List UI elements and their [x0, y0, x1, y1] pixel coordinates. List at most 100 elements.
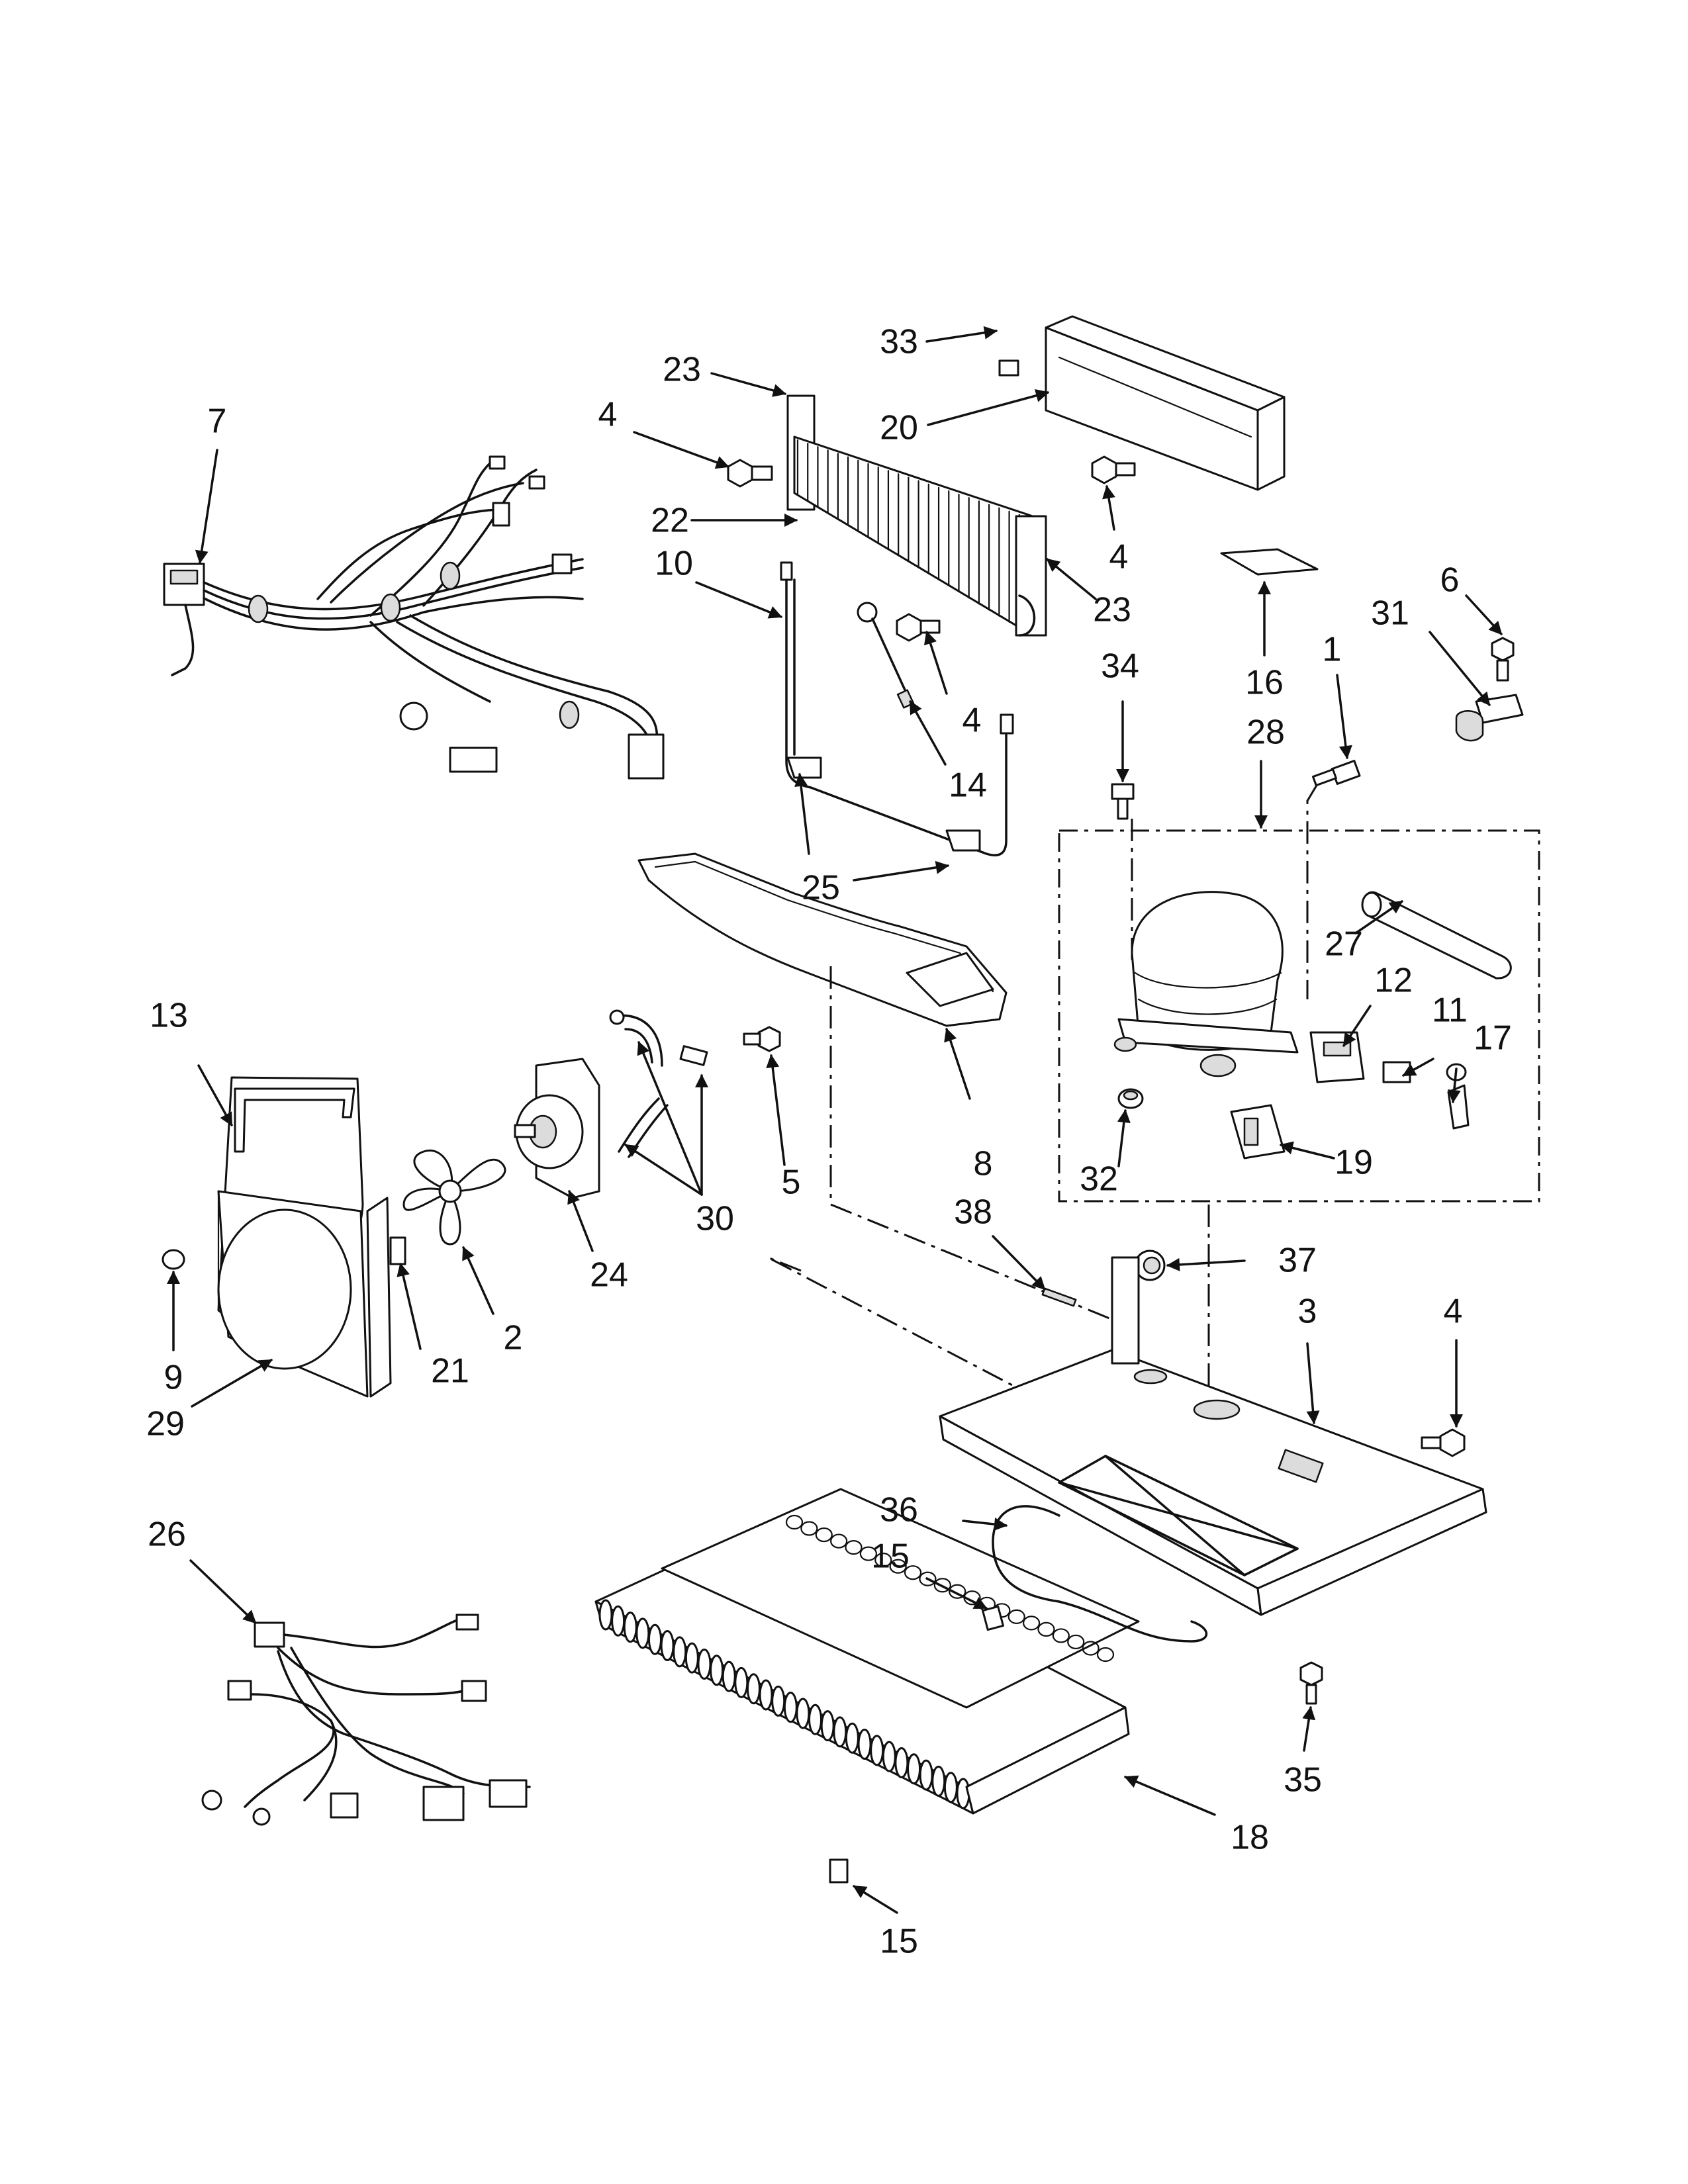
arrow-30-b: [624, 1144, 703, 1196]
blade: [439, 1190, 461, 1246]
trough-inner-edge: [654, 860, 994, 993]
harness-grommet: [399, 702, 428, 731]
arrow-27: [1354, 900, 1403, 934]
base-plate-cutout: [1278, 1449, 1324, 1483]
assembly-leader: [767, 1256, 1060, 1411]
grommet-body: [162, 1249, 185, 1270]
filter-drier: [1361, 891, 1512, 979]
thermistor-clip: [857, 602, 878, 623]
harness-grommet-box: [551, 553, 573, 574]
arrow-21: [397, 1263, 422, 1350]
arrow-15-bottom: [853, 1885, 898, 1914]
condenser-rear-loop: [859, 1546, 878, 1561]
condenser-rear-loop: [845, 1539, 863, 1555]
condenser-coil-loop: [635, 1617, 650, 1649]
arrow-1: [1336, 674, 1352, 759]
arrow-23-top: [710, 372, 786, 397]
evaporator-fins: [793, 435, 1034, 637]
seal-strip: [234, 1087, 355, 1153]
condenser-coil-loop: [783, 1692, 798, 1723]
connector-face: [1243, 1117, 1259, 1146]
fan-motor: [514, 1058, 600, 1199]
arrow-19: [1280, 1141, 1335, 1160]
arrow-7: [195, 449, 218, 564]
screw-6: [1491, 637, 1515, 682]
label-38: 38: [954, 1193, 992, 1232]
screw-shaft: [743, 1032, 761, 1046]
screw-shaft: [751, 465, 773, 481]
arrow-8: [944, 1028, 971, 1100]
clip-hook: [1455, 710, 1484, 742]
harness-terminal-ring: [201, 1790, 222, 1811]
label-34: 34: [1101, 647, 1139, 686]
heater-bracket: [945, 829, 981, 852]
label-31: 31: [1371, 594, 1409, 633]
arrow-6: [1465, 594, 1503, 635]
condenser-coil-loop: [722, 1661, 736, 1692]
harness-wire: [369, 462, 491, 617]
harness-connector-small: [449, 747, 498, 773]
screw-4-c: [896, 613, 941, 642]
condenser-coil-loop: [746, 1673, 761, 1705]
grommet-hole: [1123, 1090, 1139, 1101]
arrow-26: [189, 1559, 257, 1624]
tube-sleeve: [679, 1045, 708, 1066]
label-23: 23: [1093, 591, 1131, 629]
label-15: 15: [871, 1537, 910, 1576]
evaporator-tube-end: [1018, 594, 1036, 637]
label-16: 16: [1245, 664, 1284, 702]
label-24: 24: [590, 1256, 628, 1295]
assembly-leader: [1306, 784, 1319, 999]
power-cord-connector: [1230, 1104, 1286, 1160]
screw-4-b: [1091, 455, 1136, 484]
label-4: 4: [1109, 538, 1129, 576]
condenser-coil-loop: [882, 1741, 896, 1772]
cover-groove: [1058, 356, 1252, 438]
evaporator-cover: [1045, 315, 1286, 491]
condenser-rear-loop: [949, 1584, 966, 1599]
harness-wire: [396, 621, 651, 756]
arrow-13: [197, 1064, 233, 1126]
thermistor-lead: [871, 617, 912, 703]
assembly-leader: [829, 966, 1139, 1332]
relay-body: [1309, 1031, 1365, 1083]
heater-element: [785, 578, 1008, 856]
harness-wire: [171, 604, 195, 676]
arrow-24: [567, 1190, 594, 1252]
start-relay: [1309, 1031, 1365, 1083]
condenser-coil-loop: [931, 1765, 946, 1797]
condenser-rear-loop: [874, 1553, 892, 1568]
arrow-36: [962, 1518, 1008, 1531]
sleeve-body: [982, 1605, 1004, 1631]
label-5: 5: [782, 1163, 801, 1202]
harness-wire: [244, 1693, 335, 1808]
label-19: 19: [1335, 1144, 1373, 1182]
shroud-seal: [234, 1087, 355, 1153]
condenser-coil-loop: [647, 1623, 662, 1655]
screw-34: [1111, 783, 1135, 820]
label-26: 26: [148, 1516, 186, 1554]
base-plate-side: [1256, 1488, 1487, 1616]
fan-blade: [402, 1149, 506, 1246]
condenser-coil-loops: [598, 1514, 1115, 1809]
tube-end: [609, 1009, 625, 1025]
blade: [402, 1187, 451, 1211]
trough-basin: [906, 952, 994, 1007]
label-29: 29: [146, 1405, 185, 1443]
arrow-5: [766, 1054, 786, 1166]
harness-wire: [203, 596, 584, 631]
sleeve-15-a: [982, 1605, 1004, 1631]
tube-36: [992, 1505, 1208, 1643]
callout-arrows: [167, 326, 1503, 1914]
label-4: 4: [1444, 1293, 1463, 1331]
condenser-rear-loop: [933, 1578, 951, 1593]
label-15: 15: [880, 1923, 918, 1961]
condenser-rear-loop: [904, 1565, 922, 1580]
compressor-mount: [1113, 1036, 1137, 1052]
label-14: 14: [949, 766, 987, 805]
label-4: 4: [962, 702, 982, 740]
arrow-15-top: [925, 1577, 988, 1610]
tube-piece: [624, 1028, 653, 1064]
harness-wire: [330, 482, 524, 604]
harness-wire: [303, 1719, 338, 1801]
